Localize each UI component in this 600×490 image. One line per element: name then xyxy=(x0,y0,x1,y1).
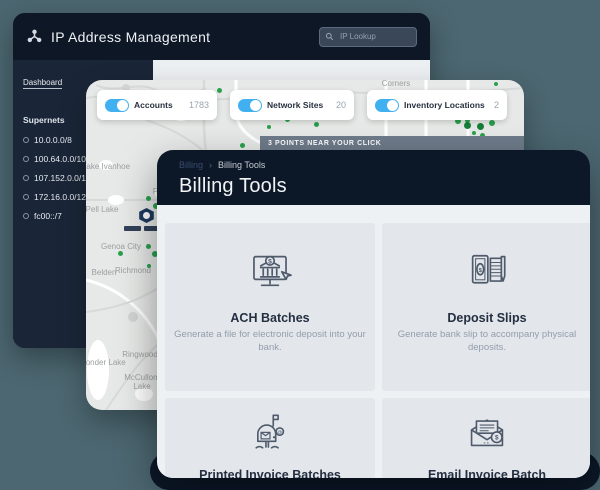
account-point-dot xyxy=(494,82,498,86)
map-roundabout xyxy=(128,312,138,322)
sidebar-item-supernet[interactable]: 107.152.0.0/16 xyxy=(23,173,153,183)
card-title: Email Invoice Batch xyxy=(427,468,547,478)
map-place-label: Wonder Lake xyxy=(86,358,126,367)
toggle-label: Accounts xyxy=(134,100,173,110)
account-point-dot xyxy=(464,122,471,129)
breadcrumb-billing-link[interactable]: Billing xyxy=(179,160,204,170)
account-point-dot xyxy=(480,133,485,138)
points-near-click-banner: 3 POINTS NEAR YOUR CLICK xyxy=(260,136,524,152)
map-place-label: Belden xyxy=(91,268,117,277)
bullet-icon xyxy=(23,175,29,181)
search-icon xyxy=(325,32,334,41)
ach-batches-icon: $ xyxy=(243,249,297,303)
network-logo-icon xyxy=(27,29,42,43)
map-place-label: Corners xyxy=(381,80,411,88)
toggle-switch-on[interactable] xyxy=(105,98,129,112)
card-title: ACH Batches xyxy=(230,311,310,325)
toggle-switch-on[interactable] xyxy=(375,98,399,112)
sidebar-item-supernet[interactable]: fc00::/7 xyxy=(23,211,153,221)
account-point-dot xyxy=(489,120,495,126)
supernet-label: 107.152.0.0/16 xyxy=(34,173,91,183)
supernet-label: 100.64.0.0/10 xyxy=(34,154,86,164)
svg-text:@: @ xyxy=(277,430,282,436)
toggle-count: 2 xyxy=(493,100,499,110)
app-title: IP Address Management xyxy=(51,28,211,45)
supernet-label: 10.0.0.0/8 xyxy=(34,135,72,145)
account-point-dot xyxy=(240,143,245,148)
bullet-icon xyxy=(23,213,29,219)
breadcrumb: Billing › Billing Tools xyxy=(179,160,568,170)
account-point-dot xyxy=(472,131,476,135)
account-point-dot xyxy=(267,125,271,129)
supernet-label: 172.16.0.0/12 xyxy=(34,192,86,202)
ipam-navbar: IP Address Management xyxy=(13,13,430,60)
account-point-dot xyxy=(217,88,222,93)
map-place-label: Pell Lake xyxy=(86,205,119,214)
bullet-icon xyxy=(23,137,29,143)
page-title: Billing Tools xyxy=(179,175,287,197)
layer-toggle-card[interactable]: Inventory Locations 2 xyxy=(367,90,507,120)
account-point-dot xyxy=(146,244,151,249)
account-point-dot xyxy=(147,264,151,268)
toggle-count: 1783 xyxy=(188,100,209,110)
account-point-dot xyxy=(455,118,461,124)
layer-toggle-card[interactable]: Network Sites 20 xyxy=(230,90,354,120)
search-input[interactable] xyxy=(338,31,411,42)
card-description: Generate bank slip to accompany physical… xyxy=(397,329,577,353)
svg-text:$: $ xyxy=(268,258,272,265)
supernet-label: fc00::/7 xyxy=(34,211,62,221)
sidebar-item-supernet[interactable]: 10.0.0.0/8 xyxy=(23,135,153,145)
account-point-dot xyxy=(146,196,151,201)
ip-lookup-search[interactable] xyxy=(319,26,417,47)
toggle-label: Inventory Locations xyxy=(404,100,485,110)
bullet-icon xyxy=(23,194,29,200)
sidebar-item-supernet[interactable]: 172.16.0.0/12 xyxy=(23,192,153,202)
card-title: Deposit Slips xyxy=(447,311,527,325)
selected-map-label xyxy=(144,226,158,231)
breadcrumb-current: Billing Tools xyxy=(218,160,266,170)
map-place-label: McCullom Lake xyxy=(124,373,160,391)
sidebar-item-supernet[interactable]: 100.64.0.0/10 xyxy=(23,154,153,164)
email-invoice-batch-icon: $ xyxy=(461,408,513,460)
map-place-label: Genoa City xyxy=(100,242,142,251)
account-point-dot xyxy=(477,123,484,130)
chevron-right-icon: › xyxy=(209,160,213,170)
map-place-label: Richmond xyxy=(114,266,152,275)
account-point-dot xyxy=(152,251,158,257)
billing-tool-card[interactable]: $Email Invoice BatchManually send invoic… xyxy=(382,398,590,478)
card-description: Generate a file for electronic deposit i… xyxy=(174,329,366,353)
card-title: Printed Invoice Batches xyxy=(199,468,341,478)
toggle-switch-on[interactable] xyxy=(238,98,262,112)
sidebar-item-dashboard[interactable]: Dashboard xyxy=(23,78,63,89)
cluster-marker-icon[interactable] xyxy=(139,208,154,223)
svg-text:$: $ xyxy=(479,268,483,274)
supernet-list: 10.0.0.0/8 100.64.0.0/10 107.152.0.0/16 172… xyxy=(23,135,153,221)
billing-tool-card[interactable]: @ Printed Invoice Batches xyxy=(165,398,375,478)
selected-map-label xyxy=(124,226,141,231)
bullet-icon xyxy=(23,156,29,162)
account-point-dot xyxy=(465,118,470,123)
toggle-count: 20 xyxy=(335,100,346,110)
supernets-heading: Supernets xyxy=(23,115,65,125)
map-place-label: Ringwood xyxy=(122,350,158,359)
layer-toggle-card[interactable]: Accounts 1783 xyxy=(97,90,217,120)
printed-invoice-batches-icon: @ xyxy=(244,408,296,460)
account-point-dot xyxy=(314,122,319,127)
billing-tools-panel: Billing › Billing Tools Billing Tools $ … xyxy=(157,150,590,478)
account-point-dot xyxy=(118,251,123,256)
billing-header: Billing › Billing Tools Billing Tools xyxy=(157,150,590,205)
svg-text:$: $ xyxy=(495,435,499,442)
map-place-label: Lake Ivanhoe xyxy=(86,162,131,171)
toggle-label: Network Sites xyxy=(267,100,324,110)
deposit-slips-icon: $ xyxy=(460,249,514,303)
account-point-dot xyxy=(153,203,159,209)
